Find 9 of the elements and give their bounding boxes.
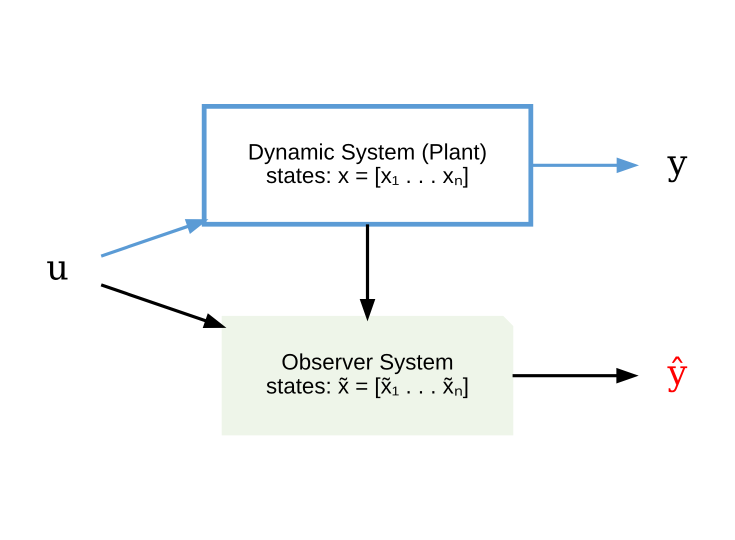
node-text: y xyxy=(668,142,688,183)
arrow xyxy=(100,282,226,328)
arrow xyxy=(531,157,639,173)
arrow xyxy=(512,367,639,383)
node-text: ŷ xyxy=(668,352,688,394)
node-text: u xyxy=(46,246,69,288)
arrow xyxy=(100,218,208,258)
arrow xyxy=(360,224,376,321)
node-box: Dynamic System (Plant) states: x = [x₁ . . . xₙ] xyxy=(202,103,534,226)
